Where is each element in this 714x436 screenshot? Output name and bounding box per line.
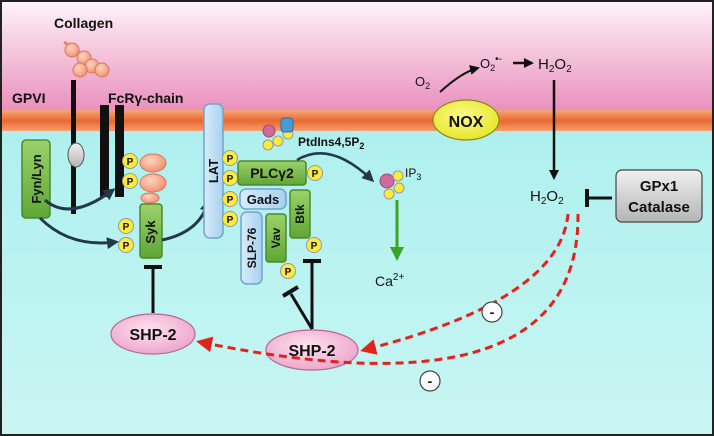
plc-gamma2 bbox=[237, 160, 307, 186]
phospho-site bbox=[122, 153, 138, 169]
svg-text:-: - bbox=[490, 304, 495, 320]
nox-enzyme bbox=[432, 99, 500, 141]
vav-label: Vav bbox=[269, 227, 283, 248]
gpx1-label: GPx1 bbox=[640, 178, 678, 195]
phospho-site bbox=[118, 218, 134, 234]
fcr-gamma-chain-label: FcRγ-chain bbox=[108, 90, 183, 106]
ptdins-label: PtdIns4,5P2 bbox=[298, 135, 364, 151]
shp2-center-label: SHP-2 bbox=[288, 343, 335, 360]
svg-text:P: P bbox=[227, 195, 234, 206]
syk-label: Syk bbox=[143, 220, 158, 244]
svg-text:P: P bbox=[227, 215, 234, 226]
svg-text:-: - bbox=[428, 373, 433, 389]
extracellular-region bbox=[0, 0, 714, 112]
h2o2-extracellular-label: H2O2 bbox=[538, 56, 572, 75]
fyn-to-syk-arrow bbox=[38, 216, 119, 250]
svg-text:P: P bbox=[127, 177, 134, 188]
h2o2-inhibits-shp2-left-arrow bbox=[196, 213, 580, 365]
btk-label: Btk bbox=[293, 204, 307, 224]
ptdins-lipid bbox=[262, 117, 294, 151]
gpx1-catalase-box bbox=[615, 169, 703, 223]
shp2-vav-btk-phosphatase bbox=[265, 329, 359, 371]
svg-text:P: P bbox=[123, 222, 130, 233]
syk-linker bbox=[140, 192, 160, 204]
itam-phosphates: P P P P bbox=[118, 153, 138, 253]
svg-text:P: P bbox=[123, 241, 130, 252]
h2o2-intracellular-label: H2O2 bbox=[530, 188, 564, 207]
superoxide-label: O2•- bbox=[480, 54, 502, 73]
shp2-inhibits-syk bbox=[144, 265, 162, 313]
svg-text:P: P bbox=[311, 241, 318, 252]
svg-text:P: P bbox=[127, 157, 134, 168]
fyn-lyn-label: Fyn/Lyn bbox=[29, 154, 44, 203]
fcr-gamma-chain-left bbox=[100, 105, 109, 197]
btk-kinase bbox=[289, 189, 311, 239]
lat-adaptor bbox=[203, 103, 224, 239]
oxygen-label: O2 bbox=[415, 74, 430, 91]
gpvi-domain bbox=[67, 142, 85, 168]
slp76-label: SLP-76 bbox=[245, 227, 259, 268]
vav-phospho-site bbox=[280, 263, 296, 279]
syk-sh2-domain-bottom bbox=[139, 173, 167, 193]
nox-label: NOX bbox=[449, 114, 484, 131]
phospho-site bbox=[222, 191, 238, 207]
gpvi-label: GPVI bbox=[12, 90, 45, 106]
lat-phosphates: P P P P bbox=[222, 150, 238, 227]
catalase-label: Catalase bbox=[628, 199, 690, 216]
o2-to-nox-arrow bbox=[439, 65, 480, 93]
ip3-molecule bbox=[379, 170, 405, 200]
lat-label: LAT bbox=[206, 159, 221, 183]
svg-text:P: P bbox=[227, 154, 234, 165]
collagen-fiber bbox=[63, 40, 110, 78]
gads-label: Gads bbox=[247, 192, 280, 207]
svg-text:P: P bbox=[227, 174, 234, 185]
svg-text:P: P bbox=[285, 267, 292, 278]
fyn-lyn-kinase bbox=[21, 139, 51, 219]
shp2-syk-phosphatase bbox=[110, 313, 196, 355]
plc-gamma2-label: PLCγ2 bbox=[250, 165, 294, 181]
collagen-label: Collagen bbox=[54, 15, 113, 31]
calcium-label: Ca2+ bbox=[375, 272, 404, 289]
syk-sh2-domain-top bbox=[139, 153, 167, 173]
slp76-adaptor bbox=[240, 211, 263, 285]
fyn-to-fcr-arrow bbox=[44, 188, 116, 211]
minus-badge-upper: - bbox=[481, 301, 503, 323]
vav-gef bbox=[265, 213, 287, 263]
plasma-membrane bbox=[0, 110, 714, 132]
gads-adaptor bbox=[239, 188, 287, 210]
gpx1-inhibits-h2o2 bbox=[585, 189, 612, 207]
shp2-inhibits-vav-btk bbox=[281, 259, 321, 330]
fcr-gamma-chain-right bbox=[115, 105, 124, 197]
plc-phospho-site bbox=[307, 165, 323, 181]
h2o2-inhibits-shp2-center-arrow bbox=[360, 213, 570, 355]
ip3-label: IP3 bbox=[405, 166, 421, 182]
btk-phospho-site bbox=[306, 237, 322, 253]
syk-kinase bbox=[139, 203, 163, 259]
svg-text:P: P bbox=[312, 169, 319, 180]
plc-to-ip3-arrow bbox=[296, 152, 375, 183]
shp2-left-label: SHP-2 bbox=[129, 327, 176, 344]
minus-badge-lower: - bbox=[419, 370, 441, 392]
phospho-site bbox=[222, 211, 238, 227]
phospho-site bbox=[122, 173, 138, 189]
phospho-site bbox=[222, 150, 238, 166]
